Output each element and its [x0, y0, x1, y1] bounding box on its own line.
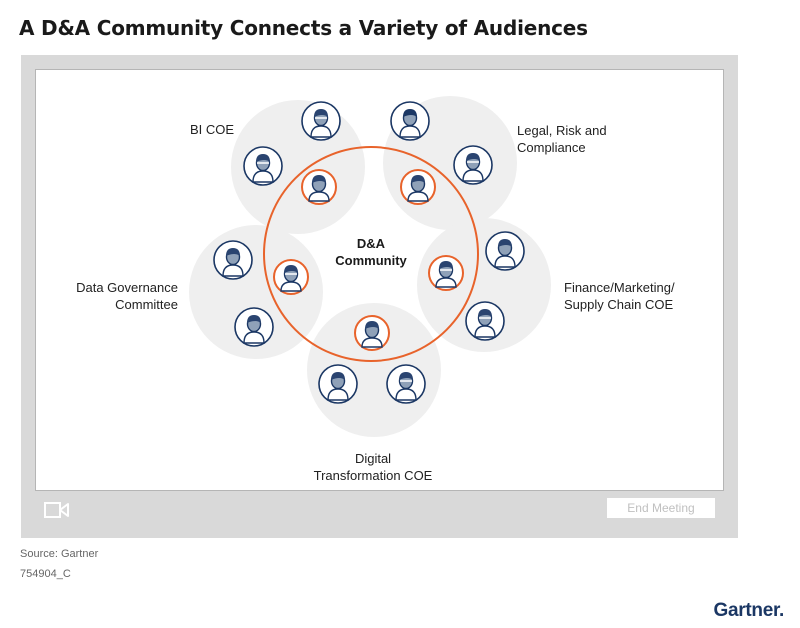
person-avatar-icon: [465, 301, 505, 341]
person-avatar-icon: [390, 101, 430, 141]
group-label-bi: BI COE: [190, 121, 234, 138]
community-ring: [263, 146, 479, 362]
gartner-logo: Gartner.: [713, 600, 785, 621]
meeting-screen: D&A Community BI COE Legal, Risk and Com…: [35, 69, 724, 491]
group-label-bi-line1: BI COE: [190, 122, 235, 137]
group-label-finance-line1: Finance/Marketing/: [564, 280, 675, 295]
group-label-legal-line1: Legal, Risk and: [517, 123, 607, 138]
page-title: A D&A Community Connects a Variety of Au…: [19, 16, 588, 40]
source-note: Source: Gartner: [20, 548, 99, 560]
group-label-digital-line1: Digital: [354, 451, 392, 466]
person-avatar-icon: [234, 307, 274, 347]
center-label: D&A Community: [311, 235, 431, 269]
meeting-window: D&A Community BI COE Legal, Risk and Com…: [21, 55, 738, 538]
person-avatar-icon: [213, 240, 253, 280]
end-meeting-button[interactable]: End Meeting: [607, 498, 715, 518]
group-label-finance: Finance/Marketing/ Supply Chain COE: [564, 279, 675, 313]
group-label-finance-line2: Supply Chain COE: [564, 297, 674, 312]
person-avatar-icon: [400, 169, 436, 205]
group-label-legal-line2: Compliance: [517, 140, 586, 155]
group-label-governance: Data Governance Committee: [56, 279, 178, 313]
group-label-digital-line2: Transformation COE: [313, 468, 433, 483]
person-avatar-icon: [301, 169, 337, 205]
person-avatar-icon: [354, 315, 390, 351]
group-label-digital: Digital Transformation COE: [308, 450, 438, 484]
person-avatar-icon: [243, 146, 283, 186]
video-camera-icon[interactable]: [44, 501, 70, 519]
person-avatar-icon: [273, 259, 309, 295]
group-label-governance-line2: Committee: [115, 297, 178, 312]
person-avatar-icon: [301, 101, 341, 141]
group-label-governance-line1: Data Governance: [76, 280, 178, 295]
gartner-logo-text: Gartner: [713, 600, 780, 621]
center-label-line1: D&A: [356, 236, 386, 251]
person-avatar-icon: [318, 364, 358, 404]
figure-code: 754904_C: [20, 568, 71, 580]
person-avatar-icon: [428, 255, 464, 291]
community-diagram: [189, 96, 551, 437]
person-avatar-icon: [386, 364, 426, 404]
meeting-controls-bar: End Meeting: [36, 495, 723, 525]
person-avatar-icon: [453, 145, 493, 185]
center-label-line2: Community: [335, 253, 407, 268]
group-label-legal: Legal, Risk and Compliance: [517, 122, 607, 156]
person-avatar-icon: [485, 231, 525, 271]
